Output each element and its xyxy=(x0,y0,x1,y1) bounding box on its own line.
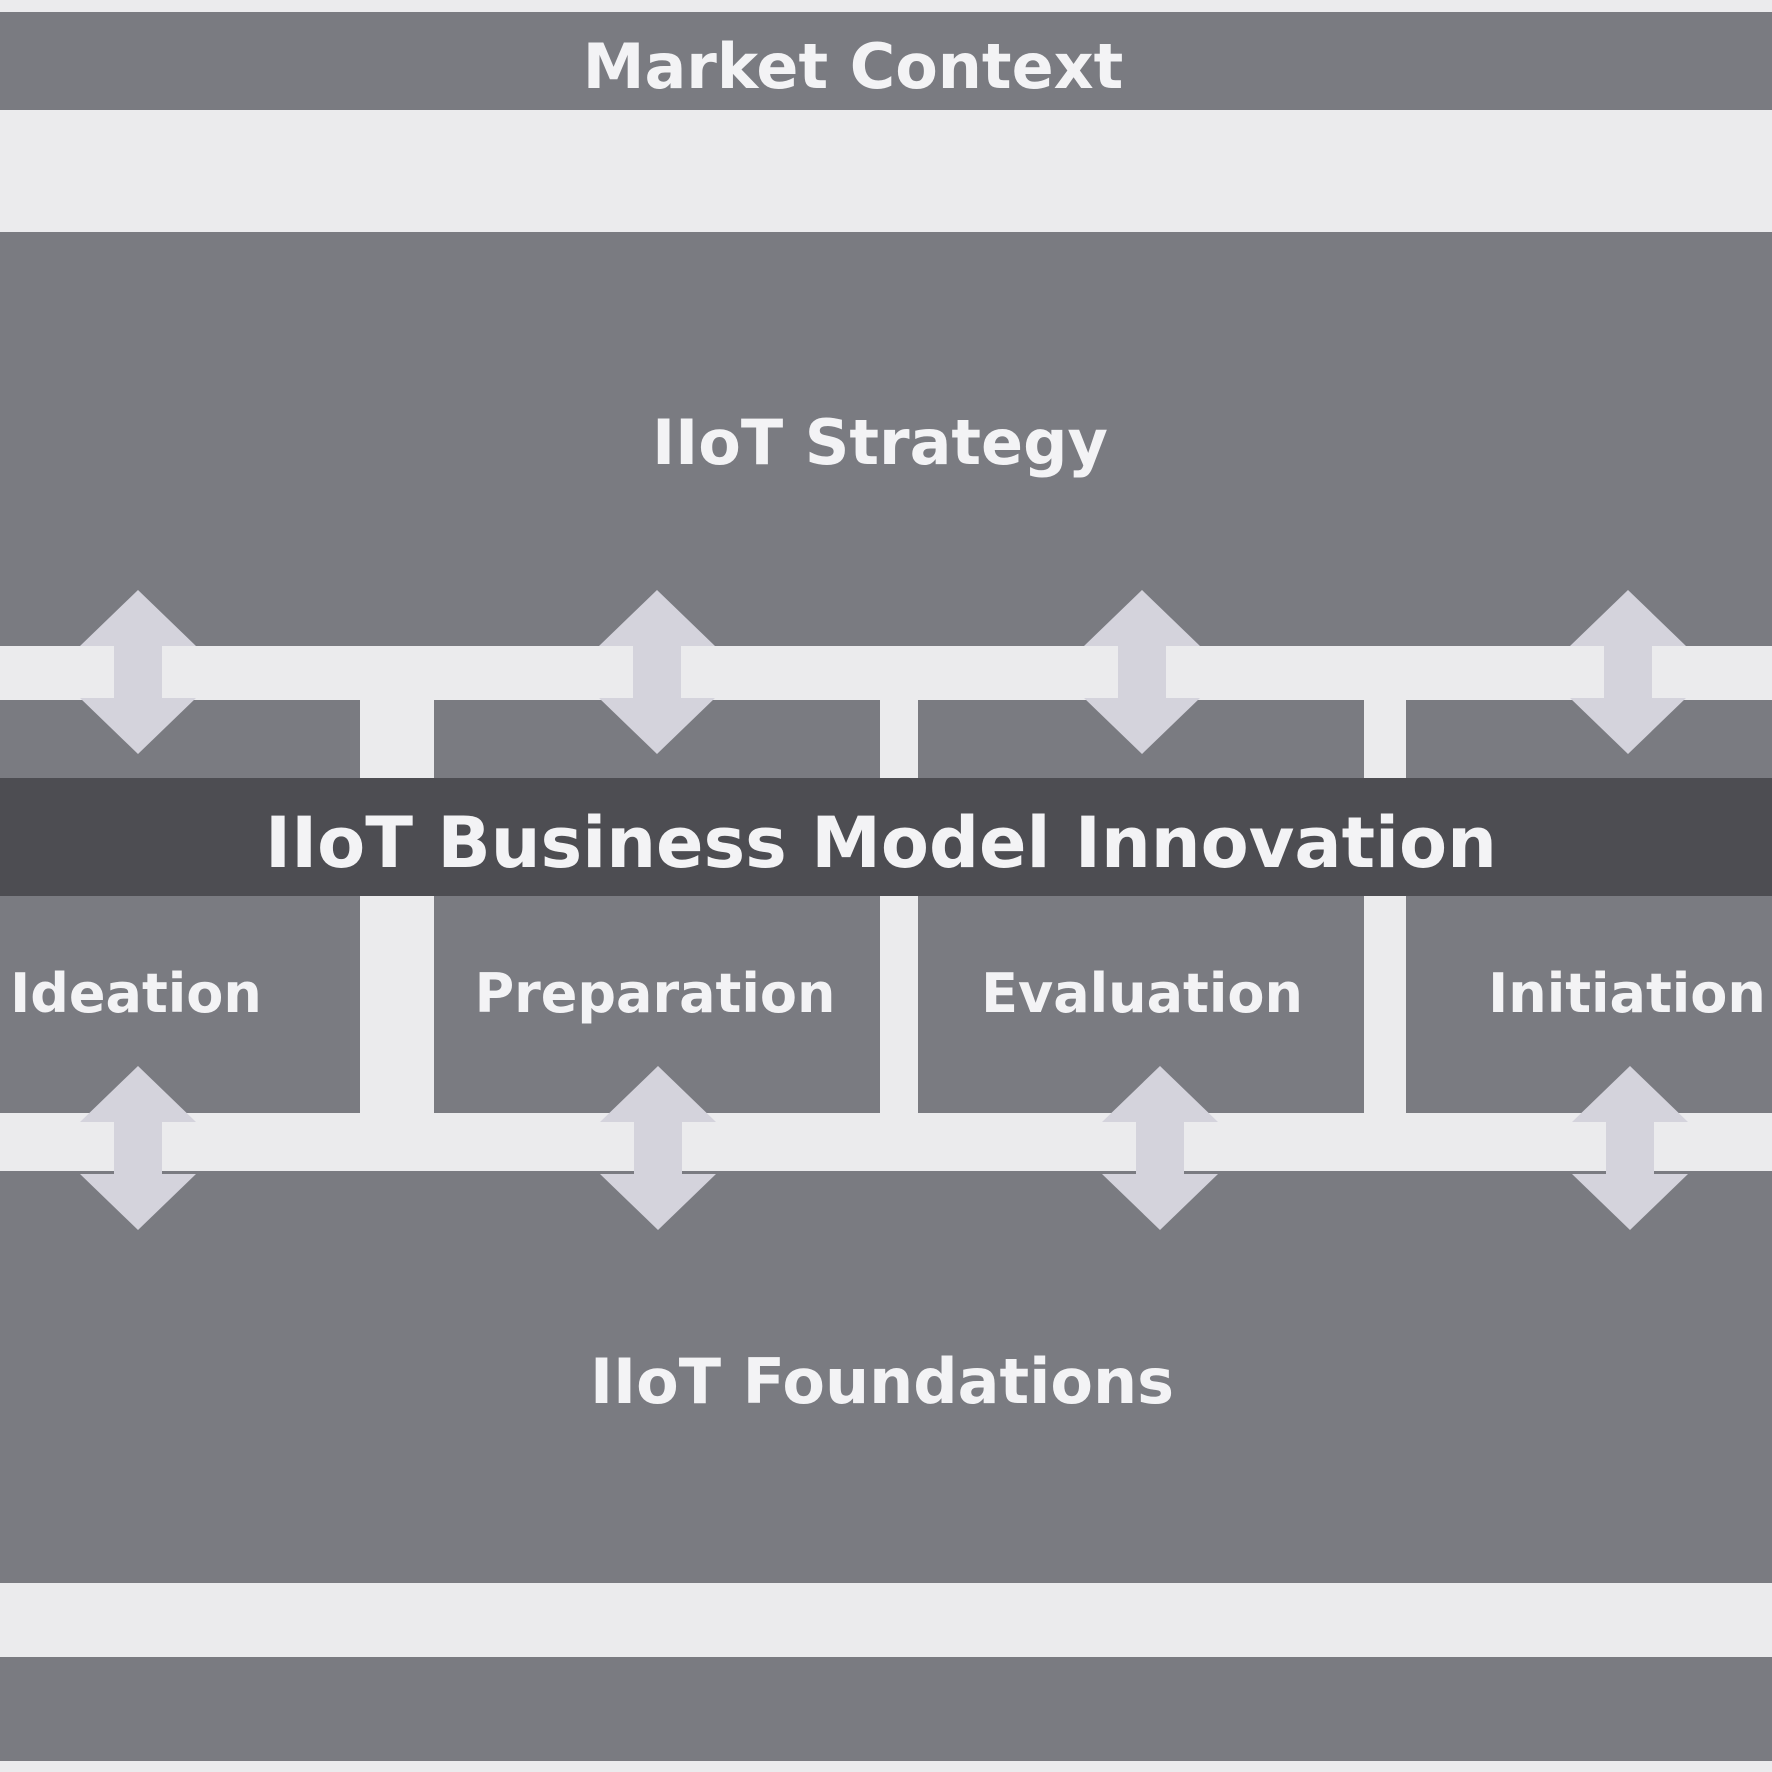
phase-box-evaluation xyxy=(918,700,1364,1113)
strategy-band xyxy=(0,232,1772,646)
strategy-label: IIoT Strategy xyxy=(652,406,1108,479)
phase-label-ideation: Ideation xyxy=(10,962,262,1025)
business-model-innovation-band xyxy=(0,778,1772,896)
phase-label-initiation: Initiation xyxy=(1488,962,1766,1025)
phase-box-preparation xyxy=(434,700,880,1113)
upper-connector-strip xyxy=(0,646,1772,700)
double-headed-arrow-icon xyxy=(600,1066,716,1230)
double-headed-arrow-icon xyxy=(80,590,196,754)
double-headed-arrow-icon xyxy=(1570,590,1686,754)
lower-connector-strip xyxy=(0,1113,1772,1171)
foundations-band xyxy=(0,1171,1772,1583)
double-headed-arrow-icon xyxy=(80,1066,196,1230)
phase-box-ideation xyxy=(0,700,360,1113)
market-context-label: Market Context xyxy=(582,30,1124,103)
foundations-label: IIoT Foundations xyxy=(589,1345,1175,1418)
double-headed-arrow-icon xyxy=(599,590,715,754)
market-context-band xyxy=(0,12,1772,110)
phase-label-evaluation: Evaluation xyxy=(981,962,1303,1025)
phase-label-preparation: Preparation xyxy=(474,962,836,1025)
double-headed-arrow-icon xyxy=(1572,1066,1688,1230)
double-headed-arrow-icon xyxy=(1084,590,1200,754)
bottom-band xyxy=(0,1657,1772,1761)
double-headed-arrow-icon xyxy=(1102,1066,1218,1230)
business-model-innovation-label: IIoT Business Model Innovation xyxy=(265,802,1497,884)
phase-box-initiation xyxy=(1406,700,1772,1113)
